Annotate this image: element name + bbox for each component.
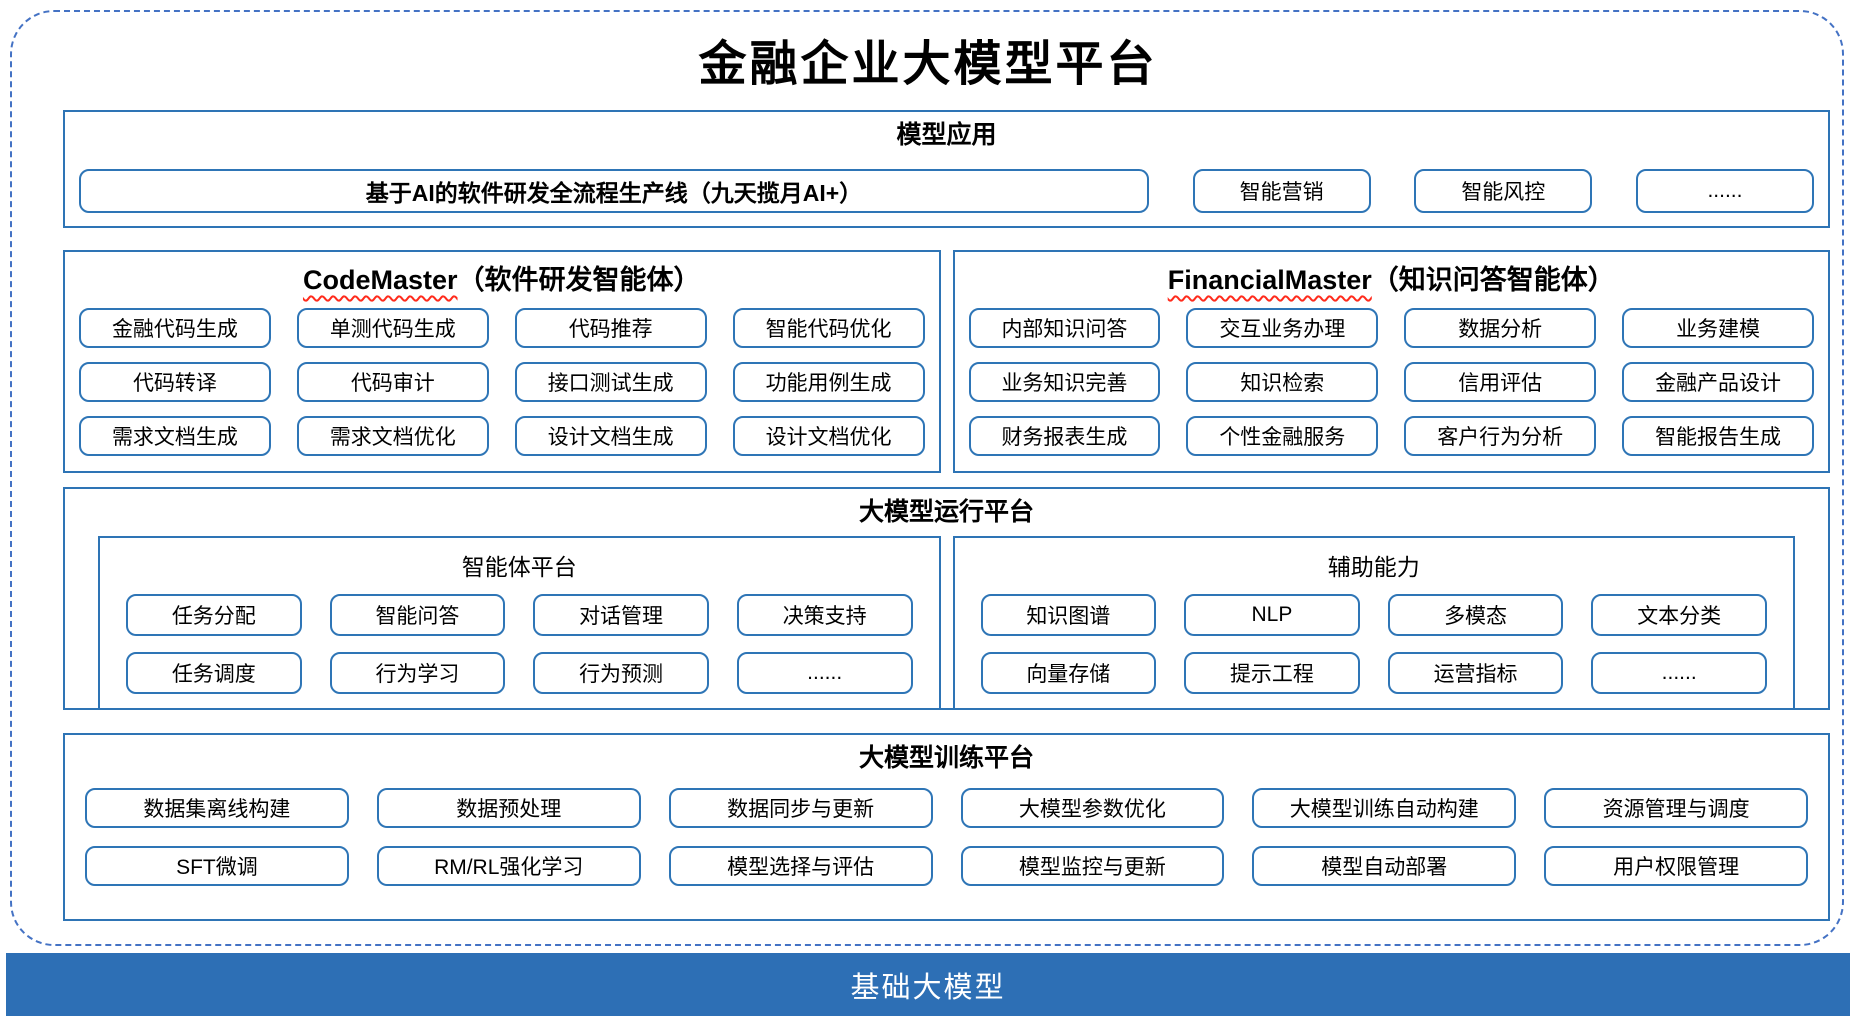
codemaster-item: 智能代码优化 [732,308,925,349]
financialmaster-item: 个性金融服务 [1186,416,1379,457]
subbox-agent-platform: 智能体平台 任务分配 智能问答 对话管理 决策支持 任务调度 行为学习 行为预测… [98,536,941,711]
training-grid: 数据集离线构建 数据预处理 数据同步与更新 大模型参数优化 大模型训练自动构建 … [65,774,1828,887]
agent-platform-item: 任务分配 [126,594,302,637]
codemaster-item: 代码审计 [296,362,489,403]
codemaster-item: 接口测试生成 [514,362,707,403]
section-training-platform: 大模型训练平台 数据集离线构建 数据预处理 数据同步与更新 大模型参数优化 大模… [63,733,1830,921]
agent-platform-item: 任务调度 [126,652,302,695]
aux-ability-item: 提示工程 [1184,652,1360,695]
training-item: SFT微调 [85,846,349,887]
agent-platform-item: 行为学习 [329,652,506,695]
app-item: 智能营销 [1192,169,1371,214]
training-item: 模型监控与更新 [960,846,1225,887]
financialmaster-item: 金融产品设计 [1622,362,1814,403]
financialmaster-item: 内部知识问答 [968,308,1161,349]
agent-platform-title: 智能体平台 [461,554,577,581]
agent-platform-item: 智能问答 [329,594,506,637]
financialmaster-subtitle: （知识问答智能体） [1371,265,1615,295]
outer-dashed-frame [10,10,1844,946]
codemaster-subtitle: （软件研发智能体） [457,265,701,295]
codemaster-item: 设计文档生成 [514,416,707,457]
aux-ability-item: 文本分类 [1591,594,1767,637]
section-model-applications: 模型应用 基于AI的软件研发全流程生产线（九天揽月AI+） 智能营销 智能风控 … [63,110,1830,228]
codemaster-name: CodeMaster [302,265,458,295]
section-codemaster: CodeMaster（软件研发智能体） 金融代码生成 单测代码生成 代码推荐 智… [63,250,941,473]
aux-ability-item: NLP [1184,594,1360,637]
financialmaster-item: 智能报告生成 [1622,416,1814,457]
aux-ability-item: 运营指标 [1387,652,1564,695]
subbox-aux-ability: 辅助能力 知识图谱 NLP 多模态 文本分类 向量存储 提示工程 运营指标 ..… [952,536,1795,711]
runtime-row: 智能体平台 任务分配 智能问答 对话管理 决策支持 任务调度 行为学习 行为预测… [65,528,1828,711]
training-item: RM/RL强化学习 [376,846,641,887]
aux-ability-title: 辅助能力 [1327,554,1420,581]
financialmaster-item: 业务建模 [1622,308,1814,349]
aux-ability-item: 多模态 [1387,594,1564,637]
financialmaster-item: 数据分析 [1404,308,1597,349]
training-item: 数据预处理 [376,788,641,829]
codemaster-item: 功能用例生成 [732,362,925,403]
codemaster-title: CodeMaster（软件研发智能体） [79,258,925,308]
training-item: 用户权限管理 [1544,846,1808,887]
training-item: 模型选择与评估 [668,846,933,887]
training-item: 大模型参数优化 [960,788,1225,829]
section-model-applications-header: 模型应用 [896,121,997,149]
model-applications-row: 基于AI的软件研发全流程生产线（九天揽月AI+） 智能营销 智能风控 .....… [65,151,1828,214]
app-item: 智能风控 [1414,169,1593,214]
financialmaster-item: 信用评估 [1404,362,1597,403]
agent-platform-item: 对话管理 [533,594,709,637]
training-header: 大模型训练平台 [858,744,1034,772]
aux-ability-item: 向量存储 [980,652,1157,695]
codemaster-item: 需求文档生成 [79,416,271,457]
financialmaster-item: 客户行为分析 [1404,416,1597,457]
financialmaster-item: 财务报表生成 [968,416,1161,457]
aux-ability-grid: 知识图谱 NLP 多模态 文本分类 向量存储 提示工程 运营指标 ...... [980,594,1767,695]
training-item: 数据集离线构建 [85,788,349,829]
financialmaster-item: 知识检索 [1186,362,1379,403]
financialmaster-item: 业务知识完善 [968,362,1161,403]
agent-platform-item-ellipsis: ...... [736,652,913,695]
training-item: 资源管理与调度 [1544,788,1808,829]
agents-row: CodeMaster（软件研发智能体） 金融代码生成 单测代码生成 代码推荐 智… [63,250,1830,473]
base-model-bar: 基础大模型 [6,953,1850,1016]
codemaster-item: 金融代码生成 [79,308,271,349]
base-model-label: 基础大模型 [850,971,1006,1004]
financialmaster-grid: 内部知识问答 交互业务办理 数据分析 业务建模 业务知识完善 知识检索 信用评估… [968,308,1814,457]
agent-platform-grid: 任务分配 智能问答 对话管理 决策支持 任务调度 行为学习 行为预测 .....… [126,594,913,695]
section-runtime-platform: 大模型运行平台 智能体平台 任务分配 智能问答 对话管理 决策支持 任务调度 行… [63,487,1830,711]
runtime-header: 大模型运行平台 [858,498,1034,526]
codemaster-item: 代码推荐 [514,308,707,349]
app-item-ai-pipeline: 基于AI的软件研发全流程生产线（九天揽月AI+） [79,169,1149,214]
codemaster-item: 设计文档优化 [732,416,925,457]
agent-platform-item: 决策支持 [736,594,913,637]
financialmaster-name: FinancialMaster [1167,265,1372,295]
training-item: 模型自动部署 [1252,846,1517,887]
page-title: 金融企业大模型平台 [698,36,1158,92]
financialmaster-item: 交互业务办理 [1186,308,1379,349]
aux-ability-item: 知识图谱 [980,594,1157,637]
codemaster-item: 单测代码生成 [296,308,489,349]
codemaster-item: 需求文档优化 [296,416,489,457]
codemaster-grid: 金融代码生成 单测代码生成 代码推荐 智能代码优化 代码转译 代码审计 接口测试… [79,308,925,457]
financialmaster-title: FinancialMaster（知识问答智能体） [969,258,1815,308]
aux-ability-item-ellipsis: ...... [1591,652,1767,695]
codemaster-item: 代码转译 [79,362,271,403]
agent-platform-item: 行为预测 [533,652,709,695]
training-item: 大模型训练自动构建 [1252,788,1517,829]
app-item-ellipsis: ...... [1635,169,1814,214]
training-item: 数据同步与更新 [668,788,933,829]
section-financialmaster: FinancialMaster（知识问答智能体） 内部知识问答 交互业务办理 数… [952,250,1830,473]
